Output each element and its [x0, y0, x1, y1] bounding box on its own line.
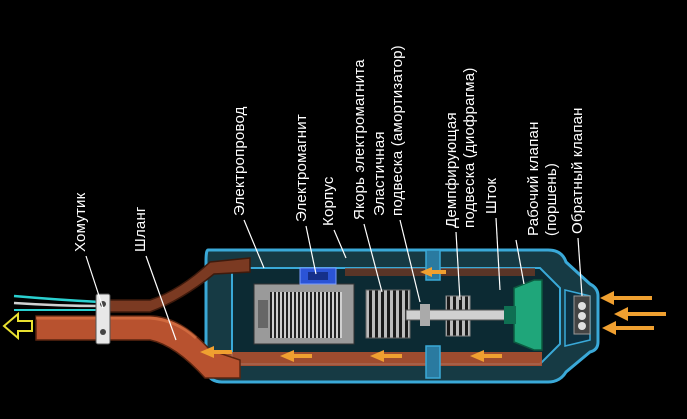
clamp-icon [95, 293, 111, 345]
label-elastic-1: Эластичная [371, 131, 388, 216]
outlet-hose-shade [36, 316, 198, 340]
label-armature: Якорь электромагнита [351, 59, 368, 220]
label-cable: Электропровод [231, 106, 248, 216]
label-elastic-2: подвеска (амортизатор) [389, 45, 406, 216]
label-housing: Корпус [320, 176, 337, 226]
armature [365, 289, 411, 339]
leader-lines [85, 217, 583, 341]
hose-assembly [13, 257, 251, 379]
label-electromagnet: Электромагнит [293, 114, 310, 222]
label-check-valve: Обратный клапан [569, 107, 586, 234]
magnet-core [258, 300, 268, 328]
hollow-arrow-left-icon [2, 311, 33, 341]
arrow-left-icon [200, 267, 502, 362]
cable-sheath [97, 257, 251, 313]
label-working-valve-1: Рабочий клапан [525, 121, 542, 236]
label-damping-1: Демпфирующая [443, 112, 460, 228]
inflow-arrows [600, 291, 666, 335]
mechanism [253, 249, 591, 379]
label-hose: Шланг [132, 206, 149, 252]
elastic-suspension [425, 249, 441, 281]
flow-arrows [2, 267, 666, 362]
label-clamp: Хомутик [72, 192, 89, 252]
electromagnet-coil [270, 292, 342, 338]
label-working-valve-2: (поршень) [543, 163, 560, 236]
label-rod: Шток [483, 178, 500, 214]
check-valve [573, 295, 591, 335]
electric-wires [13, 294, 101, 312]
label-damping-2: подвеска (диофрагма) [461, 67, 478, 228]
labels: Хомутик Шланг Электропровод Электромагни… [72, 45, 586, 252]
working-valve-piston [513, 279, 543, 351]
